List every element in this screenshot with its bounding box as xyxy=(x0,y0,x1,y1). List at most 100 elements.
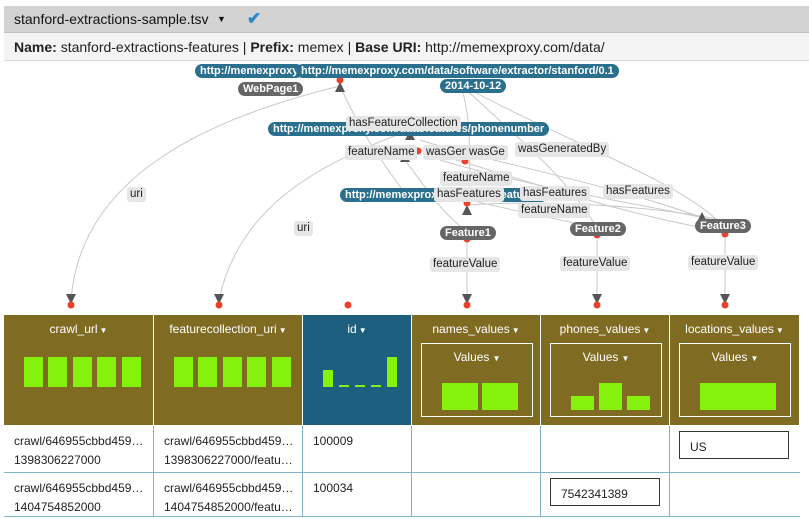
edge-label[interactable]: hasFeatures xyxy=(603,184,673,199)
cell-names-values[interactable] xyxy=(412,473,541,516)
chevron-down-icon[interactable]: ▼ xyxy=(511,326,520,335)
edge-label[interactable]: hasFeatures xyxy=(434,187,504,202)
values-title[interactable]: Values▼ xyxy=(551,350,661,364)
column-header-id[interactable]: id▼ xyxy=(303,315,412,425)
checkmark-icon[interactable]: ✔ xyxy=(247,9,262,28)
chevron-down-icon[interactable]: ▼ xyxy=(278,326,287,335)
cell-names-values[interactable] xyxy=(412,426,541,472)
edge-label[interactable]: featureName xyxy=(518,203,591,218)
nested-values-header[interactable]: Values▼ xyxy=(679,343,791,417)
column-header-names-values[interactable]: names_values▼ Values▼ xyxy=(412,315,541,425)
column-header-crawl-url[interactable]: crawl_url▼ xyxy=(4,315,154,425)
file-title[interactable]: stanford-extractions-sample.tsv xyxy=(14,11,209,27)
cell-text: 1404754852000/featu… xyxy=(164,500,293,514)
arrow-head xyxy=(592,294,602,304)
column-title-text[interactable]: crawl_url xyxy=(49,322,98,336)
cell-featurecollection-uri[interactable]: crawl/646955cbbd459… 1398306227000/featu… xyxy=(154,426,303,472)
value-histogram xyxy=(4,357,153,387)
histogram-bar xyxy=(442,383,478,410)
model-info-bar: Name: stanford-extractions-features | Pr… xyxy=(4,33,809,61)
edge-label[interactable]: featureValue xyxy=(688,255,759,270)
table-row: crawl/646955cbbd459… 1398306227000 crawl… xyxy=(4,426,800,473)
histogram-bar xyxy=(247,357,266,387)
class-node-feature1[interactable]: Feature1 xyxy=(440,226,496,240)
class-node-feature2[interactable]: Feature2 xyxy=(570,222,626,236)
edge-label[interactable]: featureName xyxy=(440,171,513,186)
chevron-down-icon[interactable]: ▼ xyxy=(621,354,630,363)
cell-text: crawl/646955cbbd459… xyxy=(14,434,144,448)
arrow-head xyxy=(462,205,472,215)
cell-id[interactable]: 100009 xyxy=(303,426,412,472)
nested-values-header[interactable]: Values▼ xyxy=(421,343,533,417)
edge-label[interactable]: uri xyxy=(294,221,313,236)
base-uri-label: Base URI: xyxy=(355,39,422,55)
histogram-bar xyxy=(482,383,518,410)
cell-id[interactable]: 100034 xyxy=(303,473,412,516)
edge-label[interactable]: wasGe xyxy=(466,145,508,160)
cell-locations-values[interactable]: US xyxy=(670,426,800,472)
uri-node[interactable]: http://memexproxy.com/data/software/extr… xyxy=(296,64,619,78)
edge-line xyxy=(439,159,723,223)
values-title[interactable]: Values▼ xyxy=(680,350,790,364)
date-node[interactable]: 2014-10-12 xyxy=(440,79,507,93)
cell-featurecollection-uri[interactable]: crawl/646955cbbd459… 1404754852000/featu… xyxy=(154,473,303,516)
values-title-text[interactable]: Values xyxy=(453,350,490,364)
values-title-text[interactable]: Values xyxy=(582,350,619,364)
values-title[interactable]: Values▼ xyxy=(422,350,532,364)
nested-values-header[interactable]: Values▼ xyxy=(550,343,662,417)
column-title[interactable]: phones_values▼ xyxy=(541,322,669,336)
edge-label[interactable]: featureName xyxy=(345,145,418,160)
cell-crawl-url[interactable]: crawl/646955cbbd459… 1404754852000 xyxy=(4,473,154,516)
cell-text: 1398306227000 xyxy=(14,453,101,467)
port-dot xyxy=(67,301,75,309)
cell-text: 1398306227000/featu… xyxy=(164,453,293,467)
class-node-webpage[interactable]: WebPage1 xyxy=(238,82,304,96)
column-header-locations-values[interactable]: locations_values▼ Values▼ xyxy=(670,315,800,425)
values-title-text[interactable]: Values xyxy=(711,350,748,364)
edge-label[interactable]: uri xyxy=(127,187,146,202)
column-title[interactable]: names_values▼ xyxy=(412,322,540,336)
column-title-text[interactable]: id xyxy=(347,322,357,336)
column-header-featurecollection-uri[interactable]: featurecollection_uri▼ xyxy=(154,315,303,425)
chevron-down-icon[interactable]: ▼ xyxy=(750,354,759,363)
column-title[interactable]: id▼ xyxy=(303,322,411,336)
cell-locations-values[interactable] xyxy=(670,473,800,516)
cell-crawl-url[interactable]: crawl/646955cbbd459… 1398306227000 xyxy=(4,426,154,472)
edge-label[interactable]: hasFeatureCollection xyxy=(346,116,461,131)
class-node-feature3[interactable]: Feature3 xyxy=(695,219,751,233)
edge-label[interactable]: featureValue xyxy=(560,256,631,271)
histogram-bar xyxy=(571,396,594,410)
column-title-text[interactable]: names_values xyxy=(432,322,510,336)
column-title-text[interactable]: phones_values xyxy=(559,322,641,336)
column-title[interactable]: locations_values▼ xyxy=(670,322,799,336)
edge-line xyxy=(469,202,723,221)
column-title[interactable]: crawl_url▼ xyxy=(4,322,153,336)
cell-text: crawl/646955cbbd459… xyxy=(14,481,144,495)
cell-text: crawl/646955cbbd459… xyxy=(164,481,294,495)
cell-phones-values[interactable] xyxy=(541,426,670,472)
histogram-bar xyxy=(24,357,43,387)
chevron-down-icon[interactable]: ▼ xyxy=(358,326,367,335)
cell-phones-values[interactable]: 7542341389 xyxy=(541,473,670,516)
column-title-text[interactable]: featurecollection_uri xyxy=(169,322,277,336)
chevron-down-icon[interactable]: ▼ xyxy=(775,326,784,335)
edge-label[interactable]: featureValue xyxy=(430,257,501,272)
port-dot xyxy=(463,301,471,309)
cell-text: 1404754852000 xyxy=(14,500,101,514)
histogram-bar xyxy=(371,385,381,387)
column-header-phones-values[interactable]: phones_values▼ Values▼ xyxy=(541,315,670,425)
nested-value-box[interactable]: US xyxy=(679,431,789,459)
edge-label[interactable]: wasGeneratedBy xyxy=(515,142,610,157)
histogram-bar xyxy=(387,357,397,387)
edge-label[interactable]: hasFeatures xyxy=(520,186,590,201)
column-title-text[interactable]: locations_values xyxy=(685,322,774,336)
chevron-down-icon[interactable]: ▼ xyxy=(642,326,651,335)
edge-label[interactable]: wasGen xyxy=(423,145,472,160)
chevron-down-icon[interactable]: ▼ xyxy=(492,354,501,363)
nested-value-box[interactable]: 7542341389 xyxy=(550,478,660,506)
column-title[interactable]: featurecollection_uri▼ xyxy=(154,322,302,336)
chevron-down-icon[interactable]: ▼ xyxy=(99,326,108,335)
chevron-down-icon[interactable]: ▼ xyxy=(217,14,226,24)
port-dot xyxy=(344,301,352,309)
uri-node[interactable]: http://memexproxy xyxy=(195,64,304,78)
